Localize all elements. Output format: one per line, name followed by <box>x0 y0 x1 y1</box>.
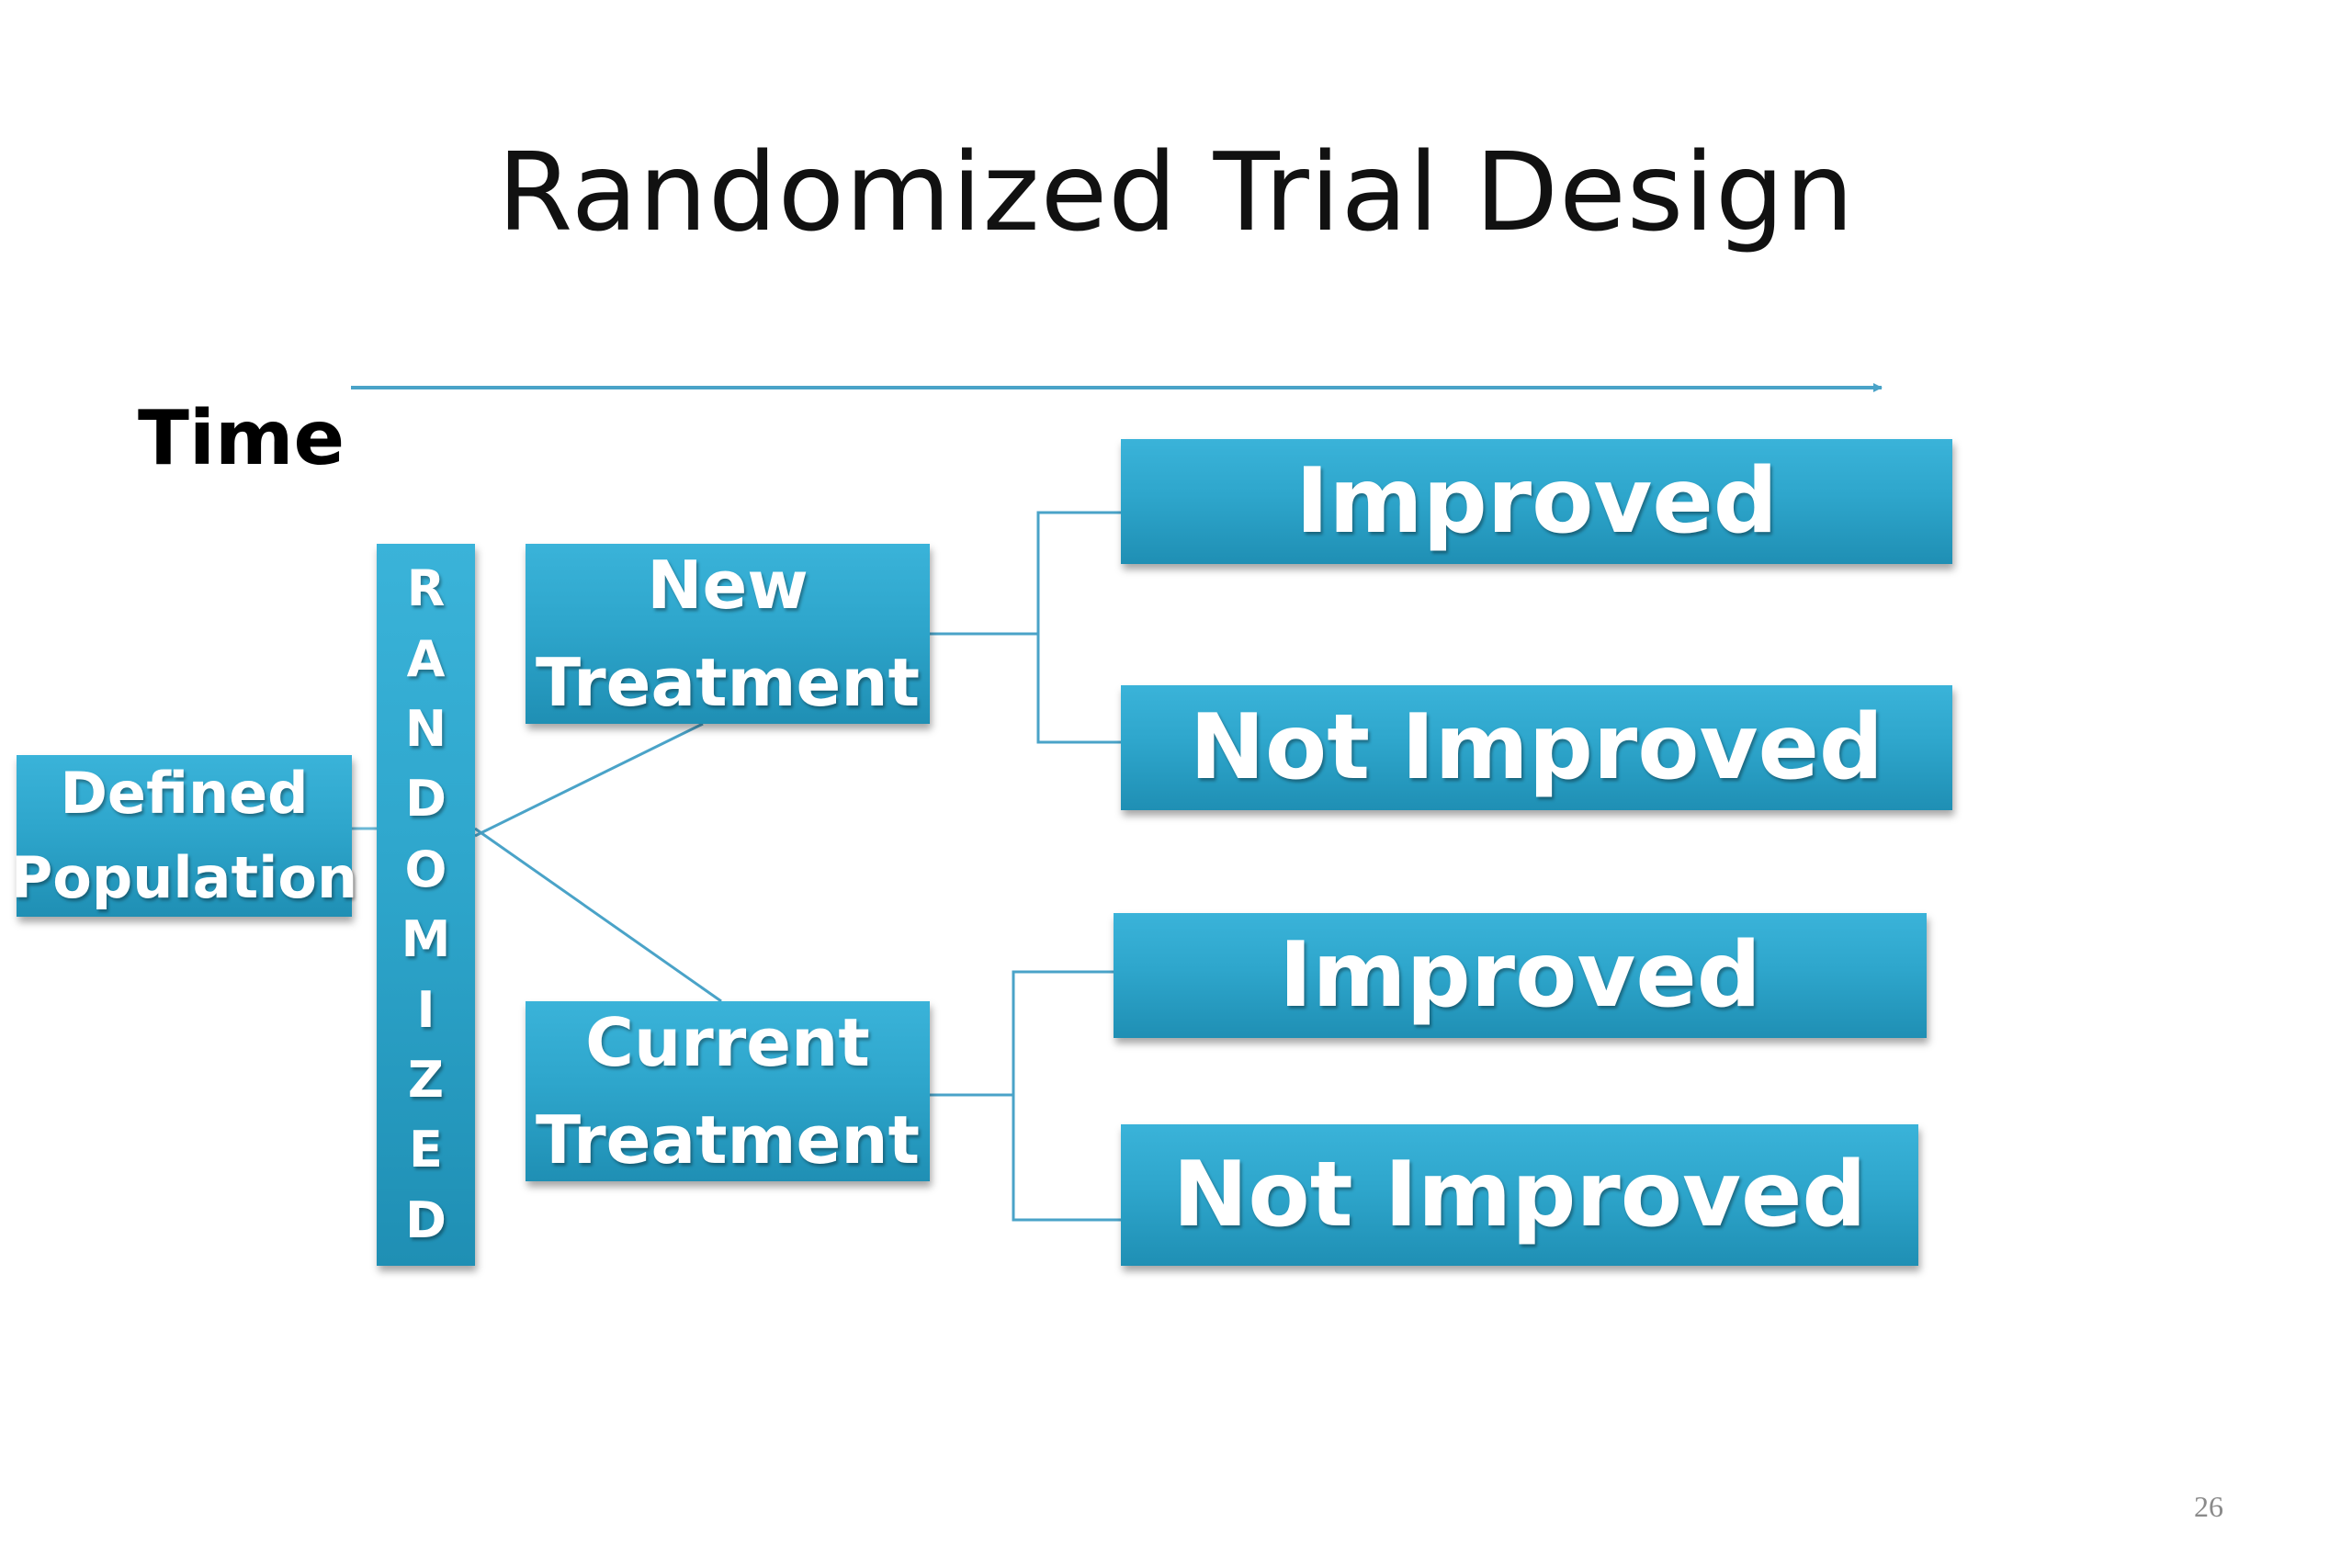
new-outcome-bracket <box>1036 511 1121 744</box>
new-treatment-box: New Treatment <box>526 544 930 724</box>
new-treatment-line-1: New <box>647 547 808 624</box>
randomized-letter: R <box>406 559 446 618</box>
randomized-letter: A <box>406 629 446 688</box>
new-not-improved-box: Not Improved <box>1121 685 1952 810</box>
population-line-2: Population <box>10 844 358 911</box>
current-outcome-bracket <box>1012 970 1121 1222</box>
current-treatment-line-1: Current <box>585 1004 870 1081</box>
new-improved-box: Improved <box>1121 439 1952 564</box>
randomized-to-new-line <box>474 722 704 838</box>
randomized-letter: N <box>404 700 447 759</box>
current-not-improved-box: Not Improved <box>1121 1124 1918 1266</box>
current-treatment-line-2: Treatment <box>535 1101 921 1179</box>
randomized-letter: I <box>416 980 435 1039</box>
randomized-to-current-line <box>474 827 722 1003</box>
randomized-letter: D <box>405 1190 447 1249</box>
randomized-box: R A N D O M I Z E D <box>377 544 475 1266</box>
page-number: 26 <box>2194 1490 2223 1523</box>
current-improved-box: Improved <box>1114 913 1927 1038</box>
randomized-letter: E <box>409 1121 443 1179</box>
population-line-1: Defined <box>60 760 309 827</box>
randomized-letter: O <box>404 840 447 898</box>
new-treatment-line-2: Treatment <box>535 644 921 721</box>
slide-title: Randomized Trial Design <box>497 129 1855 255</box>
time-label: Time <box>138 395 345 482</box>
defined-population-box: Defined Population <box>11 755 357 917</box>
randomized-letter: D <box>405 770 447 829</box>
randomized-letter: Z <box>407 1050 445 1109</box>
randomized-letter: M <box>401 910 451 969</box>
current-treatment-box: Current Treatment <box>526 1001 930 1181</box>
